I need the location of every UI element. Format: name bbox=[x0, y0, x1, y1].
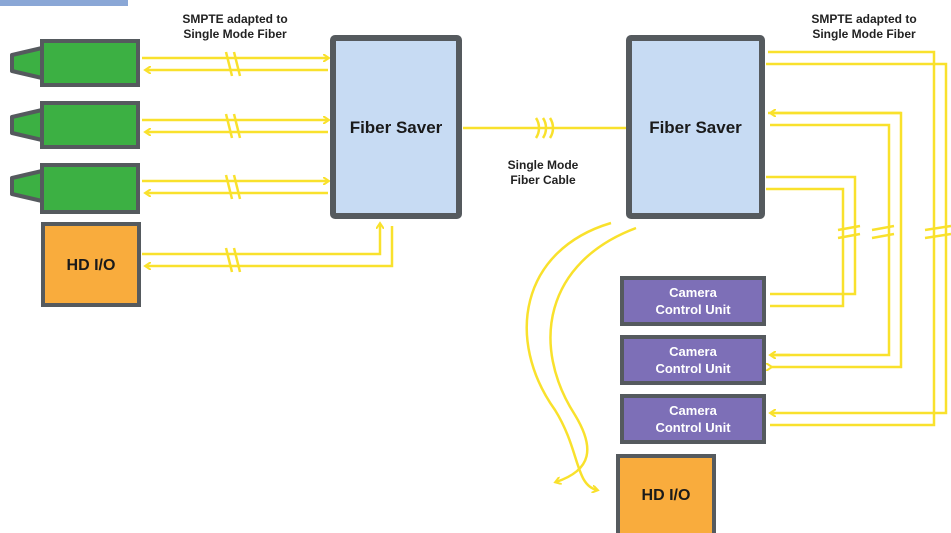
center-cable-label: Single Mode Fiber Cable bbox=[488, 158, 598, 188]
hd-io-right-link bbox=[525, 221, 637, 490]
center-cable-label-line2: Fiber Cable bbox=[510, 173, 576, 187]
hd-io-left-link bbox=[142, 224, 394, 273]
camera-3 bbox=[10, 163, 140, 214]
hd-io-left-box bbox=[41, 222, 141, 307]
fiber-saver-right-box bbox=[626, 35, 765, 219]
center-cable-label-line1: Single Mode bbox=[507, 158, 579, 172]
single-mode-cable bbox=[463, 117, 627, 139]
left-fiber-label: SMPTE adapted to Single Mode Fiber bbox=[160, 12, 310, 42]
link-f bbox=[770, 123, 891, 357]
camera-1-link bbox=[142, 51, 328, 77]
link-e bbox=[766, 187, 845, 308]
camera-1 bbox=[10, 39, 140, 87]
right-fiber-label: SMPTE adapted to Single Mode Fiber bbox=[789, 12, 939, 42]
link-b bbox=[766, 175, 857, 296]
camera-2 bbox=[10, 101, 140, 149]
ccu-3-box bbox=[620, 394, 766, 444]
left-fiber-label-line1: SMPTE adapted to bbox=[182, 12, 288, 26]
ccu-1-box bbox=[620, 276, 766, 326]
left-fiber-label-line2: Single Mode Fiber bbox=[183, 27, 287, 41]
right-connections bbox=[525, 50, 951, 490]
left-connections bbox=[142, 51, 394, 273]
link-a bbox=[766, 62, 948, 413]
right-breaks bbox=[837, 224, 951, 240]
fiber-saver-left-box bbox=[330, 35, 462, 219]
link-d bbox=[768, 111, 903, 369]
right-fiber-label-line2: Single Mode Fiber bbox=[812, 27, 916, 41]
hd-io-right-box bbox=[616, 454, 716, 533]
camera-3-link bbox=[142, 174, 328, 200]
header-accent-bar bbox=[0, 0, 128, 6]
camera-2-link bbox=[142, 113, 328, 139]
link-c bbox=[768, 50, 936, 427]
ccu-2-box bbox=[620, 335, 766, 385]
right-fiber-label-line1: SMPTE adapted to bbox=[811, 12, 917, 26]
